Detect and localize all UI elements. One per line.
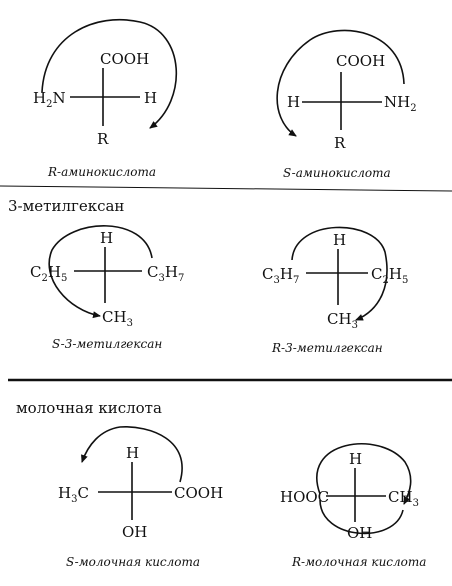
bottom-group: CH3 <box>102 308 133 329</box>
left-group: C2H5 <box>30 263 67 284</box>
caption: S-3-метилгексан <box>52 337 162 351</box>
top-group: H <box>349 450 362 468</box>
s-lactic-acid: H H3C COOH OH S-молочная кислота <box>58 426 223 569</box>
r-3-methylhexane: H C3H7 C2H5 CH3 R-3-метилгексан <box>262 226 408 355</box>
top-group: COOH <box>100 50 149 68</box>
rotation-arrow <box>291 226 388 321</box>
rotation-arc-lower <box>319 499 404 535</box>
top-group: COOH <box>336 52 385 70</box>
right-group: CH3 <box>388 488 419 509</box>
caption: R-3-метилгексан <box>271 341 383 355</box>
top-group: H <box>333 231 346 249</box>
left-group: H2N <box>33 89 66 110</box>
rotation-arrow <box>316 443 412 505</box>
top-group: H <box>126 444 139 462</box>
bottom-group: R <box>334 134 346 152</box>
right-group: C2H5 <box>371 265 408 286</box>
r-amino-acid: COOH H2N H R R-аминокислота <box>33 18 178 179</box>
section-divider <box>0 185 452 192</box>
left-group: HOOC <box>280 488 329 506</box>
left-group: C3H7 <box>262 265 299 286</box>
s-3-methylhexane: H C2H5 C3H7 CH3 S-3-метилгексан <box>30 225 184 351</box>
s-amino-acid: COOH H NH2 R S-аминокислота <box>276 29 417 180</box>
right-group: NH2 <box>384 93 417 114</box>
bottom-group: OH <box>347 524 372 542</box>
section-title-lactic-acid: молочная кислота <box>16 399 162 417</box>
bottom-group: CH3 <box>327 310 358 331</box>
section-title-methylhexane: 3-метилгексан <box>8 197 124 215</box>
left-group: H <box>287 93 300 111</box>
top-group: H <box>100 229 113 247</box>
bottom-group: OH <box>122 523 147 541</box>
right-group: C3H7 <box>147 263 184 284</box>
rotation-arrow <box>41 18 178 129</box>
left-group: H3C <box>58 484 89 505</box>
r-lactic-acid: H HOOC CH3 OH R-молочная кислота <box>280 443 426 569</box>
caption: R-молочная кислота <box>291 555 426 569</box>
caption: S-молочная кислота <box>66 555 200 569</box>
rotation-arrow <box>48 225 153 319</box>
caption: S-аминокислота <box>283 166 391 180</box>
bottom-group: R <box>97 130 109 148</box>
right-group: COOH <box>174 484 223 502</box>
rotation-arrow <box>276 29 405 137</box>
rotation-arrow <box>81 426 183 483</box>
right-group: H <box>144 89 157 107</box>
caption: R-аминокислота <box>47 165 156 179</box>
